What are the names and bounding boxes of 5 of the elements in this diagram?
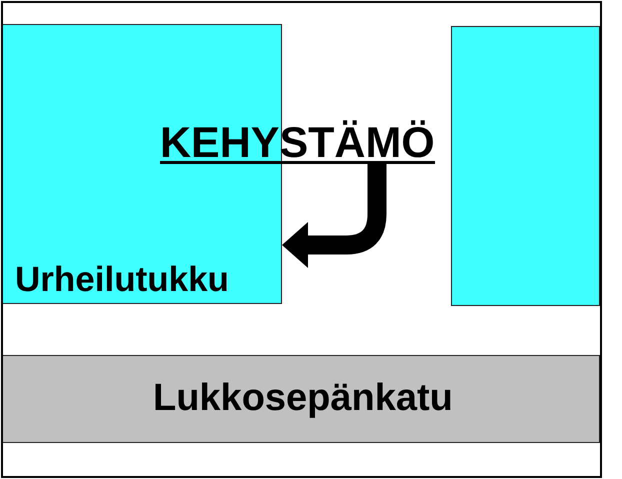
building-label: Urheilutukku bbox=[15, 262, 229, 297]
street-band bbox=[2, 355, 600, 443]
building-block bbox=[451, 26, 600, 306]
street-name: Lukkosepänkatu bbox=[153, 379, 453, 417]
bent-arrow bbox=[282, 164, 386, 268]
